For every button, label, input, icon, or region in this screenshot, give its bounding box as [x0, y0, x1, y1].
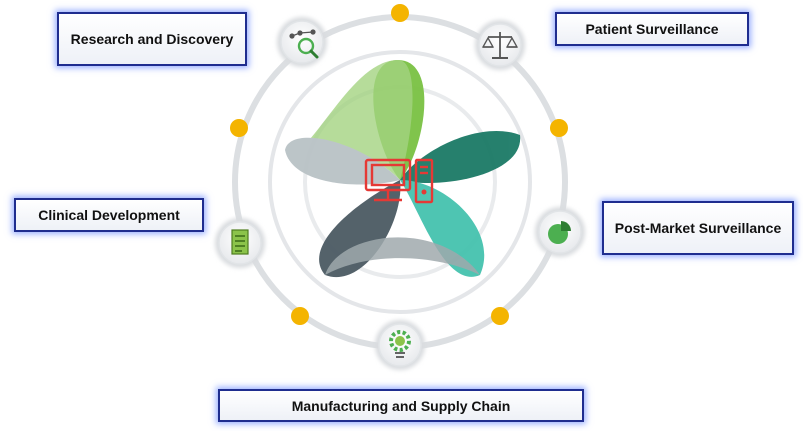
middle-ring	[268, 50, 532, 314]
connector-dots	[230, 4, 568, 325]
connector-dot	[550, 119, 568, 137]
molecule-search-icon	[277, 17, 327, 67]
label-post-market-surveillance: Post-Market Surveillance	[602, 201, 794, 255]
connector-dot	[491, 307, 509, 325]
stage-label: Patient Surveillance	[585, 21, 719, 37]
label-research-and-discovery: Research and Discovery	[57, 12, 247, 66]
connector-dot	[291, 307, 309, 325]
document-icon	[215, 218, 265, 268]
stage-label: Research and Discovery	[70, 31, 234, 47]
stage-label: Clinical Development	[38, 207, 180, 223]
label-patient-surveillance: Patient Surveillance	[555, 12, 749, 46]
stage-label: Manufacturing and Supply Chain	[291, 397, 511, 414]
star-lobe-top-left	[300, 60, 413, 180]
star-lobe-right	[400, 131, 521, 183]
scales-icon	[475, 20, 525, 70]
gear-bulb-icon	[375, 320, 425, 370]
label-manufacturing-and-supply-chain: Manufacturing and Supply Chain	[218, 389, 584, 422]
center-star	[285, 60, 521, 278]
connector-dot	[230, 119, 248, 137]
computer-icon	[364, 158, 434, 204]
star-lobe-bottom-left	[319, 180, 401, 278]
star-lobe-bottom-right	[400, 180, 485, 277]
label-clinical-development: Clinical Development	[14, 198, 204, 232]
pie-chart-icon	[535, 207, 585, 257]
star-lobe-bottom	[325, 237, 480, 275]
stage-label: Post-Market Surveillance	[614, 220, 782, 236]
connector-dot	[391, 4, 409, 22]
